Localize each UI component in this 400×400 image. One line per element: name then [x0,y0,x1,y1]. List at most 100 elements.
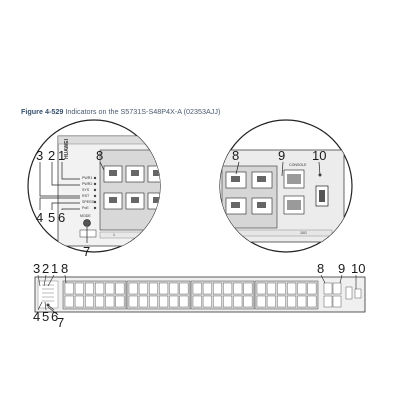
rj45-port [233,295,243,308]
rj45-port [138,295,148,308]
front-callout-8-left: 8 [61,261,68,276]
rj45-port-groups [62,280,319,310]
led-label-pwr2: PWR2 [82,182,92,186]
rj45-port [256,295,266,308]
rj45-port [149,282,158,295]
rj45-port [243,282,253,295]
rj45-port [213,282,222,295]
rj45-port [64,282,74,295]
led-label-poe: PoE [82,206,89,210]
rj45-port [297,295,307,308]
indicator-area [37,280,59,309]
rj45-port [277,295,286,308]
sfp-speed-label: 10G [300,231,307,235]
left-rj45-ports [103,165,160,210]
rj45-port [233,282,243,295]
rj45-port [213,295,222,308]
led-label-rst: RST [82,194,90,198]
rj45-port [307,282,317,295]
rj45-port [149,295,158,308]
front-usb-port [354,288,362,299]
left-callout-lines [39,161,105,243]
rj45-port [105,282,115,295]
front-callout-9: 9 [338,261,345,276]
led-label-pwr1: PWR1 [82,176,92,180]
rj45-port [179,282,189,295]
rj45-port [192,282,202,295]
front-callout-8-right: 8 [317,261,324,276]
rj45-port [64,295,74,308]
led-label-sys: SYS [82,188,90,192]
front-console-port [345,286,353,300]
callout-8: 8 [96,148,103,163]
console-label: CONSOLE [289,163,307,167]
callout-6: 6 [58,210,65,225]
rj45-port [115,295,125,308]
left-port-block [99,149,160,231]
rj45-port [256,282,266,295]
rj45-port [138,282,148,295]
left-zoom-view: HUAWEI PWR1 PWR2 SYS RST SPEED PoE MODE … [27,119,161,259]
rj45-port [159,282,169,295]
rj45-port [95,295,105,308]
callout-7: 7 [83,244,90,259]
rj45-port [115,282,125,295]
front-callout-5: 5 [42,309,49,324]
rj45-port [192,295,202,308]
callout-8-right: 8 [232,148,239,163]
rj45-port [297,282,307,295]
sfp-ports [283,169,305,215]
rj45-port [105,295,115,308]
front-callout-2: 2 [42,261,49,276]
front-panel-view: 3 2 1 8 8 9 10 4 5 6 7 [33,261,365,330]
front-sfp-ports [323,282,342,308]
rj45-port [277,282,286,295]
rj45-port [159,295,169,308]
rj45-port [223,282,233,295]
front-callout-6: 6 [51,309,58,324]
brand-logo-text: HUAWEI [64,138,70,159]
right-callout-lines [235,161,321,177]
port-index-1: 1 [113,233,115,237]
rj45-port [223,295,233,308]
rj45-port [202,282,212,295]
rj45-port [85,282,94,295]
rj45-port [128,282,138,295]
figure-title: Indicators on the S5731S-S48P4X-A (02353… [65,107,221,116]
front-callout-4: 4 [33,309,40,324]
led-group: PWR1 PWR2 SYS RST SPEED PoE [82,176,97,210]
front-callout-3: 3 [33,261,40,276]
rj45-port [266,282,276,295]
callout-10: 10 [312,148,326,163]
front-callout-7: 7 [57,315,64,330]
rj45-port [128,295,138,308]
front-callout-1: 1 [51,261,58,276]
rj45-port [85,295,94,308]
callout-1: 1 [58,148,65,163]
mode-label: MODE [80,214,91,218]
figure-caption: Figure 4-529 Indicators on the S5731S-S4… [21,107,220,116]
callout-3: 3 [36,148,43,163]
callout-2: 2 [48,148,55,163]
front-callout-lines [37,274,357,316]
rj45-port [95,282,105,295]
callout-5: 5 [48,210,55,225]
rj45-port [287,282,297,295]
rj45-port [202,295,212,308]
right-zoom-view: CONSOLE 10G 8 9 10 [219,119,353,253]
led-label-speed: SPEED [82,200,95,204]
rj45-port [74,295,84,308]
callout-4: 4 [36,210,43,225]
mode-button [83,219,91,227]
rj45-port [266,295,276,308]
rj45-port [169,295,179,308]
figure-number: Figure 4-529 [21,107,64,116]
rj45-port [74,282,84,295]
rj45-port [307,295,317,308]
front-callout-10: 10 [351,261,365,276]
rj45-port [287,295,297,308]
callout-9: 9 [278,148,285,163]
rj45-port [179,295,189,308]
rj45-port [243,295,253,308]
